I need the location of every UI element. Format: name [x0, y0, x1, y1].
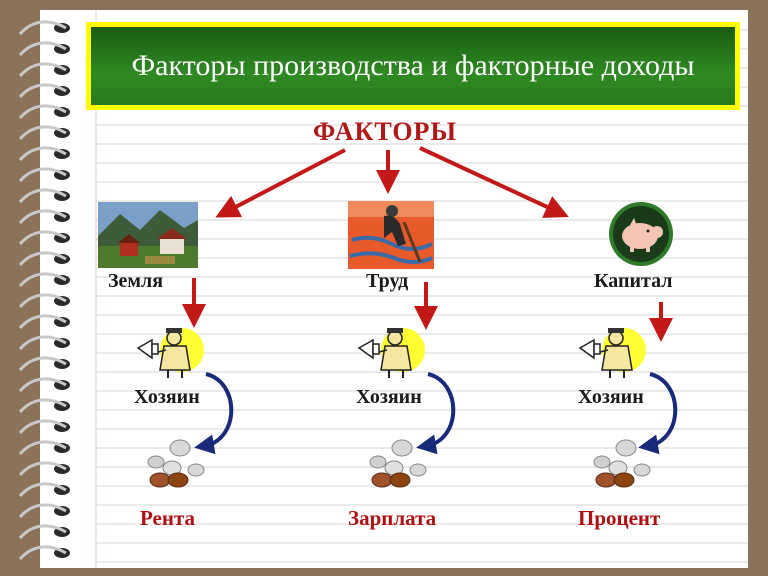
worker-image: [348, 201, 434, 269]
arrow-to-land: [215, 148, 346, 218]
owner-label-2: Хозяин: [356, 386, 422, 408]
factor-label-capital: Капитал: [594, 270, 673, 292]
income-label-interest: Процент: [578, 506, 661, 530]
owner-figure-icon: [357, 328, 425, 378]
coins-icon: [147, 439, 205, 488]
factor-label-labor: Труд: [366, 270, 409, 292]
piggy-bank-icon: [609, 202, 673, 266]
title-banner: Факторы производства и факторные доходы: [86, 22, 740, 110]
coins-icon: [369, 439, 427, 488]
income-label-wage: Зарплата: [348, 506, 437, 530]
arrow-to-capital: [419, 146, 569, 218]
curved-arrow-rent: [194, 372, 234, 455]
owner-figure-icon: [136, 328, 204, 378]
curved-arrow-wage: [416, 372, 456, 455]
owner-label-1: Хозяин: [134, 386, 200, 408]
coins-icon: [593, 439, 651, 488]
curved-arrow-interest: [638, 372, 678, 455]
spiral-binding: [18, 20, 70, 561]
page-title: Факторы производства и факторные доходы: [91, 27, 735, 105]
factors-heading: ФАКТОРЫ: [313, 117, 457, 146]
farm-landscape-image: [98, 202, 198, 268]
income-label-rent: Рента: [140, 506, 196, 530]
factor-label-land: Земля: [108, 270, 164, 292]
owner-figure-icon: [578, 328, 646, 378]
owner-label-3: Хозяин: [578, 386, 644, 408]
